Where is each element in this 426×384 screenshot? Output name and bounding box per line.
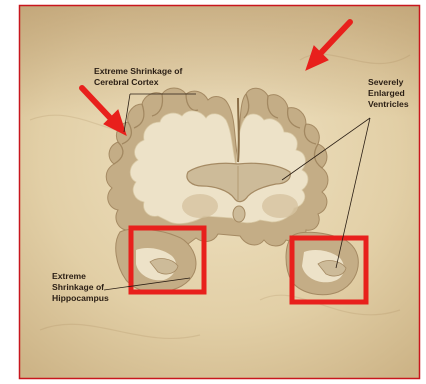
label-ventricles-line2: Enlarged <box>368 88 405 98</box>
label-hippocampus-line2: Shrinkage of <box>52 282 104 292</box>
label-ventricles-line1: Severely <box>368 77 404 87</box>
label-cortex-line1: Extreme Shrinkage of <box>94 66 182 76</box>
label-ventricles-line3: Ventricles <box>368 99 409 109</box>
label-cortex-line2: Cerebral Cortex <box>94 77 159 87</box>
label-hippocampus-line3: Hippocampus <box>52 293 109 303</box>
label-hippocampus-line1: Extreme <box>52 271 86 281</box>
